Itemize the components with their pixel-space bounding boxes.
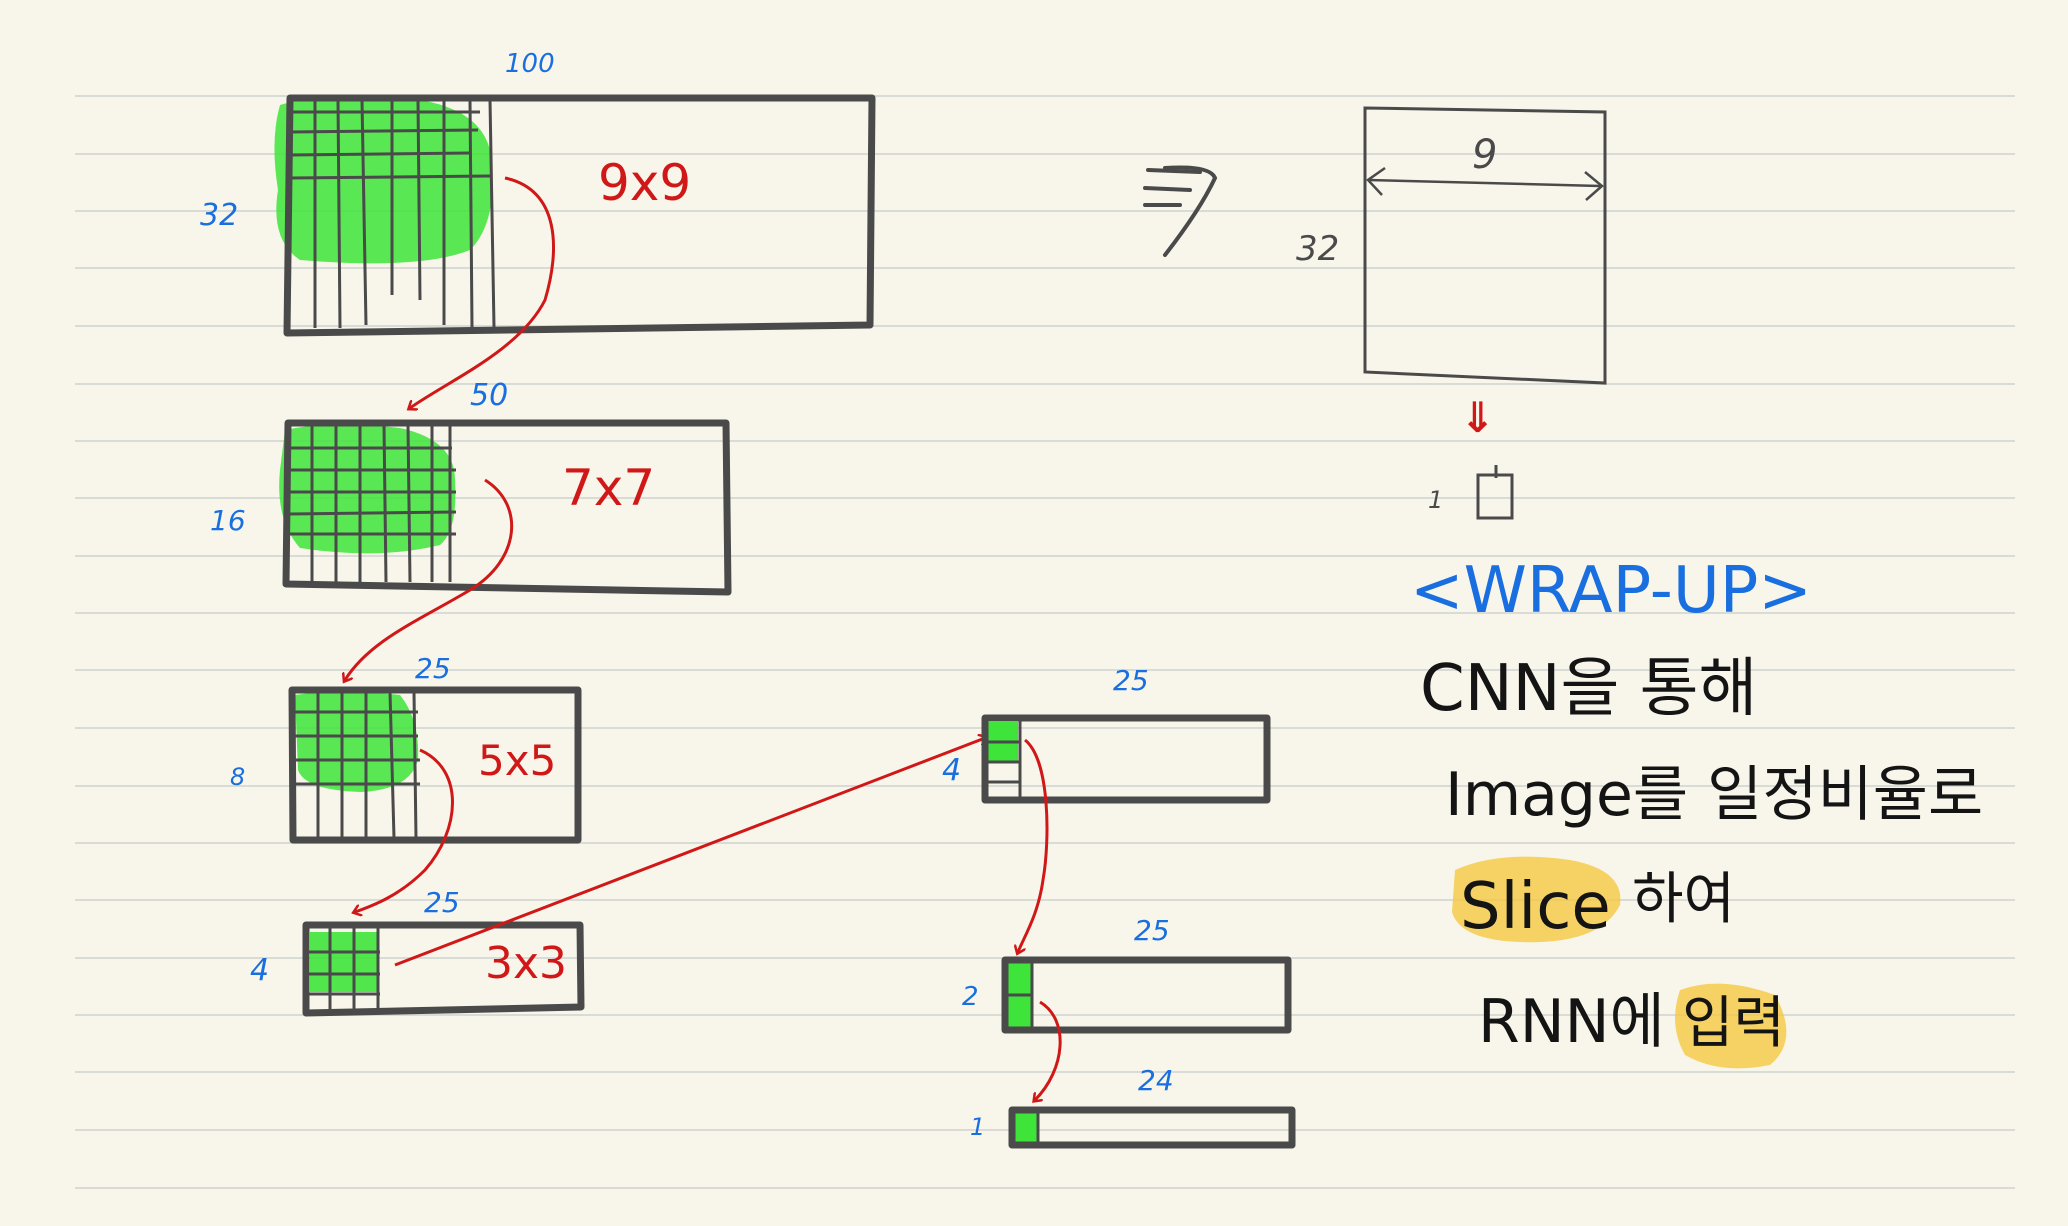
arrow-box4-to-box5 [394, 738, 985, 967]
feature-map-box-6: 25 2 [962, 914, 1292, 1034]
box7-width-label: 24 [1138, 1064, 1174, 1097]
green-highlight [310, 932, 378, 992]
slice-width-label: 9 [1472, 132, 1497, 178]
box-outline [282, 419, 732, 596]
dimension-arrowhead-left [1366, 166, 1386, 196]
green-highlight [295, 691, 419, 792]
box6-width-label: 25 [1134, 914, 1170, 947]
box5-height-label: 4 [942, 753, 961, 788]
kernel-grid [289, 424, 457, 583]
box1-height-label: 32 [200, 198, 238, 233]
box3-width-label: 25 [415, 652, 451, 685]
slice-outline [1363, 106, 1607, 385]
box-outline [288, 686, 582, 844]
wrap-up-line-3-rest: 하여 [1632, 867, 1735, 932]
feature-map-box-1: 100 32 9x9 [200, 49, 876, 337]
box-outline [283, 94, 876, 337]
small-slice-label: 1 [1428, 486, 1443, 514]
slice-height-label: 32 [1296, 229, 1339, 269]
wrap-up-line-2: Image를 일정비율로 [1445, 760, 1983, 830]
kernel-grid [988, 720, 1022, 798]
down-arrow-icon: ⇓ [1460, 393, 1495, 442]
wrap-up-line-4-highlight: 입력 [1682, 991, 1785, 1056]
arrow-box1-to-box2 [410, 176, 555, 408]
small-slice-outline [1476, 473, 1514, 520]
box-outline [981, 714, 1271, 804]
wrap-up-line-4: RNN에 [1478, 987, 1665, 1057]
box3-kernel-label: 5x5 [478, 736, 556, 785]
implies-symbol [1143, 165, 1218, 257]
box6-height-label: 2 [962, 982, 979, 1012]
green-highlight [1014, 1112, 1038, 1142]
wrap-up-line-1: CNN을 통해 [1420, 652, 1757, 726]
kernel-grid [289, 99, 496, 329]
feature-map-box-7: 24 1 [970, 1064, 1296, 1149]
box5-width-label: 25 [1113, 664, 1149, 697]
arrow-box2-to-box3 [345, 478, 514, 680]
kernel-grid [308, 928, 380, 1010]
box-outline [1001, 956, 1292, 1034]
wrap-up-line-3-highlight: Slice [1460, 870, 1611, 944]
box4-width-label: 25 [424, 886, 460, 919]
feature-map-box-4: 25 4 3x3 [250, 886, 585, 1017]
dimension-arrowhead-right [1584, 171, 1604, 201]
box3-height-label: 8 [230, 763, 245, 791]
arrow-box3-to-box4 [355, 748, 454, 912]
small-slice: 1 [1428, 465, 1514, 520]
feature-map-box-3: 25 8 5x5 [230, 652, 582, 844]
box2-kernel-label: 7x7 [562, 459, 655, 517]
feature-map-box-2: 50 16 7x7 [210, 378, 732, 596]
slice-highlight [1452, 856, 1621, 943]
wrap-up-title: <WRAP-UP> [1410, 554, 1812, 628]
box-outline [1008, 1106, 1296, 1149]
input-highlight [1675, 983, 1787, 1069]
kernel-grid [294, 691, 420, 839]
kernel-grid [1008, 962, 1034, 1028]
box7-height-label: 1 [970, 1113, 985, 1141]
feature-map-box-5: 25 4 [942, 664, 1271, 804]
arrow-box5-to-box6 [1018, 738, 1049, 952]
box-outline [302, 921, 585, 1017]
green-highlight [279, 424, 456, 554]
box4-height-label: 4 [250, 953, 269, 988]
wrap-up-notes: <WRAP-UP> CNN을 통해 Image를 일정비율로 Slice 하여 … [1410, 554, 1983, 1069]
box1-width-label: 100 [505, 49, 555, 79]
arrow-box6-to-box7 [1035, 1000, 1062, 1100]
slice-rectangle: 9 32 [1296, 106, 1607, 385]
width-dimension-line [1367, 178, 1601, 188]
box4-kernel-label: 3x3 [485, 938, 567, 989]
box2-height-label: 16 [210, 504, 246, 537]
box1-kernel-label: 9x9 [598, 154, 691, 212]
green-highlight [274, 96, 493, 264]
box2-width-label: 50 [470, 378, 508, 413]
